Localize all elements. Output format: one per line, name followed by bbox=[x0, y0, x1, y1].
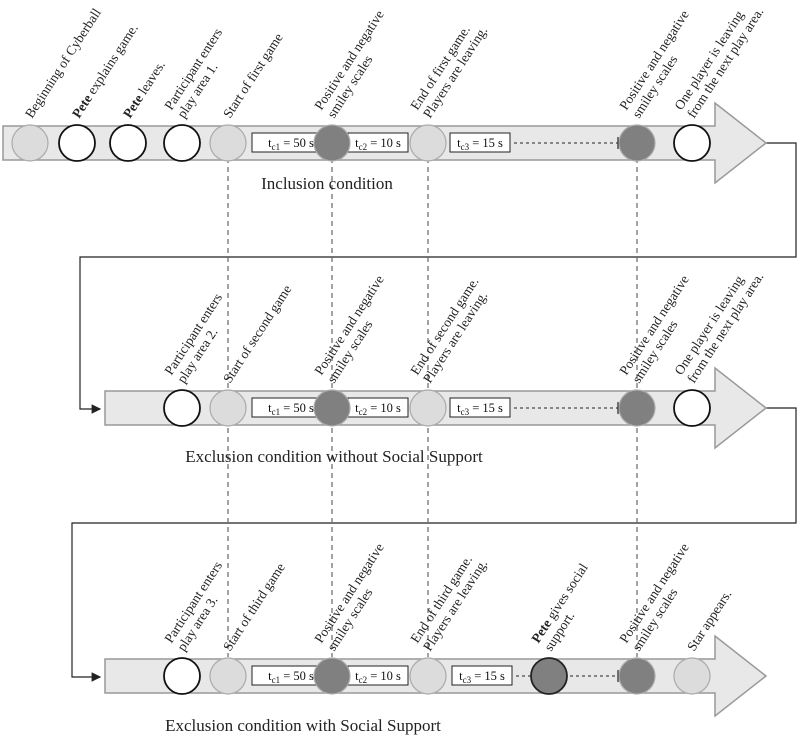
duration-label-c1: tc1 = 50 s bbox=[251, 397, 331, 418]
condition-label: Exclusion condition without Social Suppo… bbox=[185, 447, 483, 466]
row-connector-2 bbox=[71, 407, 797, 682]
event-marker-light bbox=[11, 124, 49, 162]
duration-text: tc3 = 15 s bbox=[457, 136, 503, 152]
event-marker-dark bbox=[618, 657, 656, 695]
duration-label-c2: tc2 = 10 s bbox=[347, 665, 409, 686]
event-marker-dark bbox=[618, 389, 656, 427]
event-marker-light bbox=[209, 657, 247, 695]
event-marker-light bbox=[673, 657, 711, 695]
event-label: Start of second game bbox=[220, 282, 294, 385]
event-marker-light bbox=[209, 124, 247, 162]
row-connector-1 bbox=[79, 142, 797, 414]
event-label: Start of third game bbox=[220, 560, 288, 653]
duration-box bbox=[449, 132, 511, 153]
duration-text: tc3 = 15 s bbox=[457, 401, 503, 417]
duration-text: tc1 = 50 s bbox=[268, 401, 314, 417]
event-marker-light bbox=[409, 657, 447, 695]
event-label: Pete gives socialsupport. bbox=[528, 560, 603, 653]
event-marker-light bbox=[209, 389, 247, 427]
event-marker-dark bbox=[313, 124, 351, 162]
condition-label: Inclusion condition bbox=[261, 174, 393, 193]
event-marker-dark bbox=[618, 124, 656, 162]
duration-label-c1: tc1 = 50 s bbox=[251, 665, 331, 686]
condition-label: Exclusion condition with Social Support bbox=[165, 716, 441, 735]
event-marker-light bbox=[409, 124, 447, 162]
event-label: End of first game.Players are leaving. bbox=[407, 15, 490, 120]
event-label: Positive and negativesmiley scales bbox=[311, 540, 399, 653]
duration-label-c2: tc2 = 10 s bbox=[347, 132, 409, 153]
event-label: End of second game.Players are leaving. bbox=[407, 274, 494, 385]
event-label: Positive and negativesmiley scales bbox=[311, 272, 399, 385]
duration-text: tc2 = 10 s bbox=[355, 136, 401, 152]
event-label: Positive and negativesmiley scales bbox=[311, 7, 399, 120]
duration-label-c3: tc3 = 15 s bbox=[451, 665, 513, 686]
duration-box bbox=[449, 397, 511, 418]
event-marker-dark bbox=[313, 389, 351, 427]
event-marker-white bbox=[58, 124, 96, 162]
event-label: Start of first game bbox=[220, 30, 286, 120]
duration-text: tc3 = 15 s bbox=[459, 669, 505, 685]
duration-text: tc2 = 10 s bbox=[355, 669, 401, 685]
event-label: End of third game.Players are leaving. bbox=[407, 548, 490, 653]
event-marker-white bbox=[163, 389, 201, 427]
event-marker-light bbox=[409, 389, 447, 427]
duration-box bbox=[451, 665, 513, 686]
event-label: Pete leaves. bbox=[120, 58, 168, 121]
event-label: Star appears. bbox=[684, 587, 735, 654]
event-marker-white bbox=[163, 124, 201, 162]
duration-text: tc1 = 50 s bbox=[268, 669, 314, 685]
duration-label-c3: tc3 = 15 s bbox=[449, 397, 511, 418]
duration-text: tc1 = 50 s bbox=[268, 136, 314, 152]
event-marker-white bbox=[109, 124, 147, 162]
duration-text: tc2 = 10 s bbox=[355, 401, 401, 417]
event-marker-dark bbox=[530, 657, 568, 695]
event-marker-dark bbox=[313, 657, 351, 695]
duration-label-c2: tc2 = 10 s bbox=[347, 397, 409, 418]
event-marker-white bbox=[673, 389, 711, 427]
alignment-lines bbox=[227, 158, 638, 657]
duration-label-c3: tc3 = 15 s bbox=[449, 132, 511, 153]
duration-label-c1: tc1 = 50 s bbox=[251, 132, 331, 153]
event-marker-white bbox=[673, 124, 711, 162]
event-marker-white bbox=[163, 657, 201, 695]
